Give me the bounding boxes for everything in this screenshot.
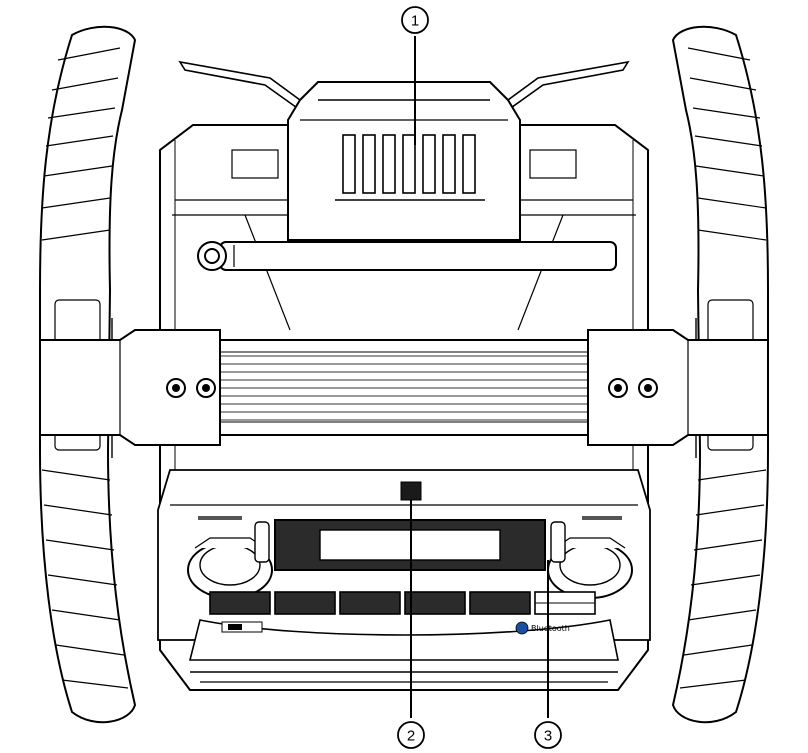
callout-3-label: 3 — [544, 728, 552, 745]
battery-contacts — [335, 134, 485, 201]
button-row — [209, 591, 596, 615]
bluetooth-logo: Bluetooth — [515, 621, 570, 635]
cross-bar — [39, 318, 769, 458]
callout-3: 3 — [534, 721, 562, 749]
bluetooth-icon — [515, 621, 529, 635]
bluetooth-logo-text: Bluetooth — [531, 624, 570, 633]
antenna — [197, 241, 617, 271]
callout-1: 1 — [401, 6, 429, 34]
callout-2-label: 2 — [407, 728, 415, 745]
leader-lines — [410, 36, 549, 718]
sensor-window — [400, 481, 422, 501]
callout-1-label: 1 — [411, 13, 419, 30]
battery-slot — [231, 81, 577, 241]
callout-2: 2 — [397, 721, 425, 749]
control-panel — [157, 469, 651, 683]
right-knob — [547, 537, 633, 599]
